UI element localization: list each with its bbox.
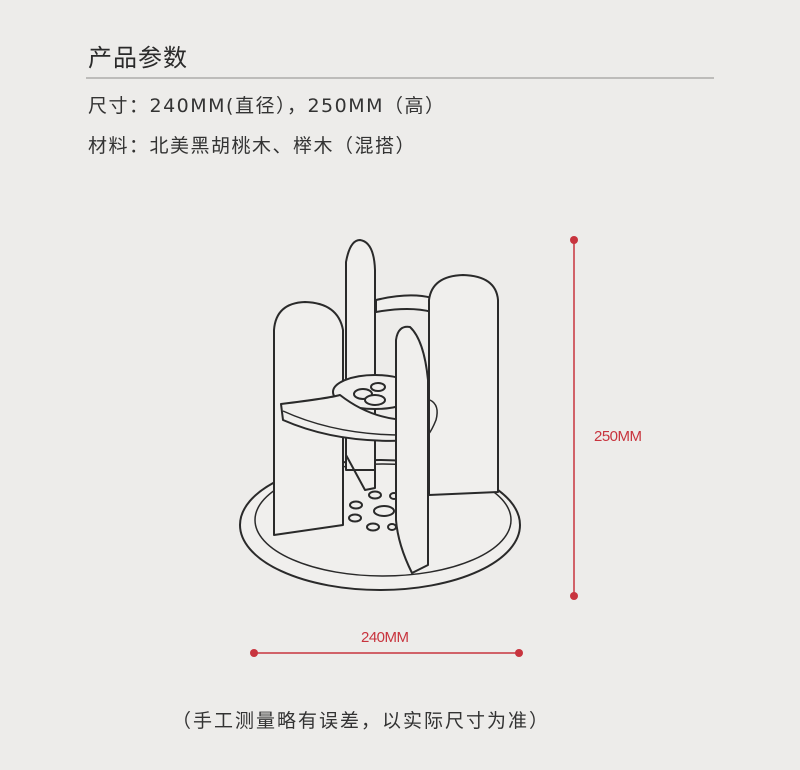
width-dimension-line — [250, 649, 523, 657]
spec-material: 材料：北美黑胡桃木、榉木（混搭） — [88, 135, 417, 157]
page-title: 产品参数 — [88, 44, 188, 72]
height-dimension-line — [570, 236, 578, 600]
width-dimension-label: 240MM — [361, 629, 409, 646]
title-divider — [86, 77, 714, 79]
measurement-disclaimer: （手工测量略有误差，以实际尺寸为准） — [172, 710, 551, 732]
spec-size: 尺寸：240MM(直径），250MM（高） — [88, 95, 446, 117]
height-dimension-label: 250MM — [594, 428, 642, 445]
fin-right — [428, 274, 499, 496]
fin-front — [395, 325, 429, 574]
